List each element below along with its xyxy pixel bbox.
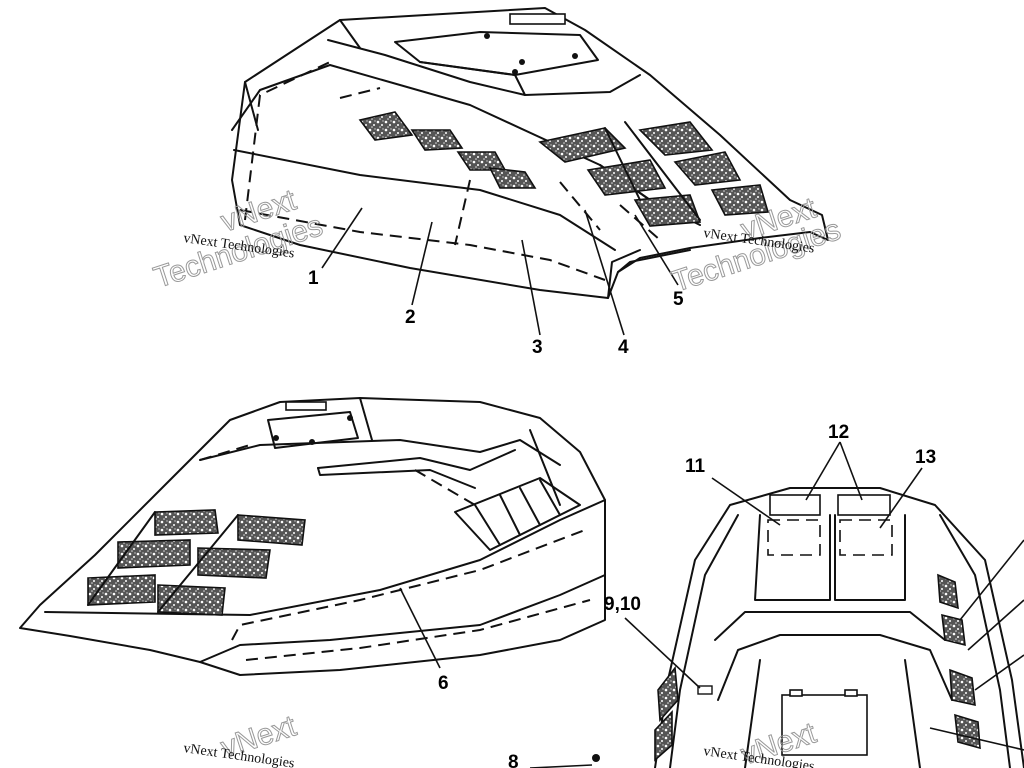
callout-6: 6	[438, 673, 449, 694]
hood-front-view	[19, 397, 606, 676]
callout-12: 12	[828, 422, 849, 443]
leader-6	[399, 587, 441, 669]
leader-lines-top	[321, 207, 679, 336]
hood-plan-view	[654, 487, 1024, 768]
callout-8: 8	[508, 752, 519, 768]
callout-13: 13	[915, 447, 936, 468]
watermark-left-top: vNext Technologies vNext Technologies	[149, 183, 327, 295]
watermark-left-bottom: vNext vNext Technologies	[182, 709, 301, 768]
callout-2: 2	[405, 307, 416, 328]
callout-9-10: 9,10	[604, 594, 641, 615]
callout-1: 1	[308, 268, 319, 289]
callout-3: 3	[532, 337, 543, 358]
watermark-right-bottom: vNext vNext Technologies	[702, 716, 821, 768]
callout-11: 11	[685, 456, 706, 477]
hood-top-view	[231, 7, 829, 299]
callout-5: 5	[673, 289, 684, 310]
callout-4: 4	[618, 337, 629, 358]
leader-lines-plan	[529, 441, 1024, 768]
